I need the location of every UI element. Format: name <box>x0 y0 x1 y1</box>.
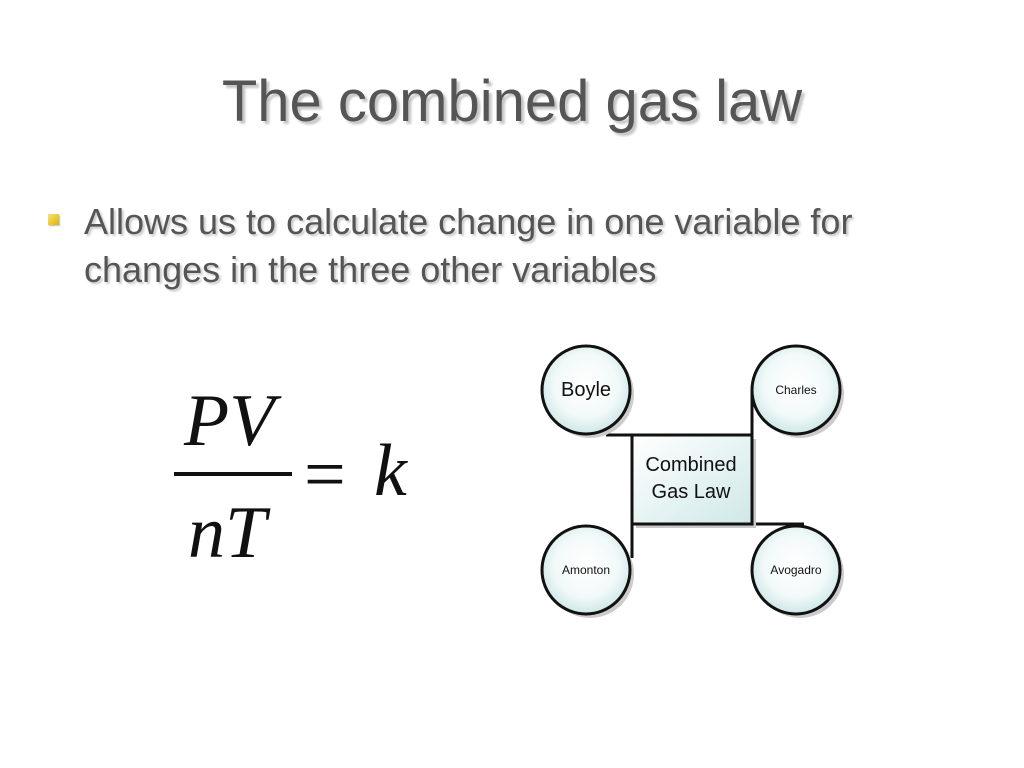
node-boyle <box>540 344 632 436</box>
node-charles <box>750 344 842 436</box>
node-label-boyle: Boyle <box>560 379 612 401</box>
combined-gas-law-equation: PV nT = k <box>170 380 430 570</box>
node-label-avogadro: Avogadro <box>770 563 822 577</box>
diagram-graphic <box>540 344 844 618</box>
slide-title: The combined gas law <box>221 69 803 134</box>
equation-denominator: nT <box>188 492 267 574</box>
bullet-text-line-1: Allows us to calculate change in one var… <box>84 201 853 242</box>
gas-laws-diagram: Boyle Charles Amonton Avogadro Combined … <box>530 336 860 636</box>
equals-sign: = <box>304 434 346 516</box>
node-label-amonton: Amonton <box>561 563 611 577</box>
bullet-item: Allows us to calculate change in one var… <box>48 198 968 294</box>
equation-numerator: PV <box>184 380 275 462</box>
node-label-charles: Charles <box>775 383 817 397</box>
center-label-line-2: Gas Law <box>651 481 731 503</box>
equation-constant: k <box>374 430 407 512</box>
bullet-list: Allows us to calculate change in one var… <box>48 198 968 294</box>
node-avogadro <box>750 524 842 616</box>
fraction-bar <box>174 472 292 476</box>
center-label-line-1: Combined <box>645 454 737 476</box>
bullet-text-line-2: changes in the three other variables <box>84 249 657 290</box>
square-bullet-icon <box>48 214 59 225</box>
node-amonton <box>540 524 632 616</box>
center-label: Combined Gas Law <box>632 452 750 506</box>
center-box <box>630 433 754 526</box>
